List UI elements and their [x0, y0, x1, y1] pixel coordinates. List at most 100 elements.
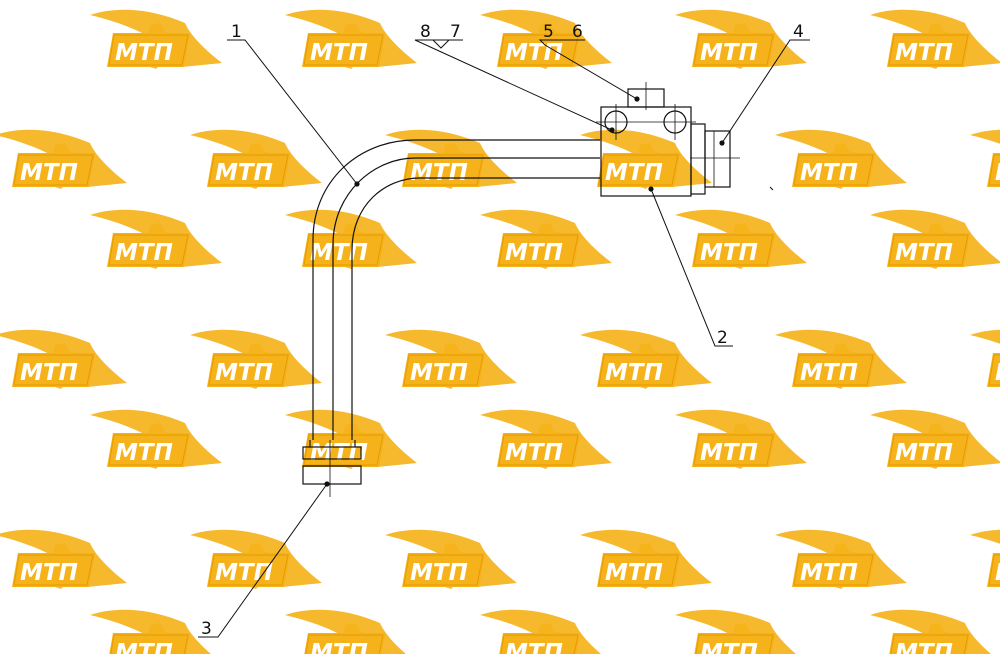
- watermark-logo: МТП: [869, 209, 1000, 270]
- watermark-text: МТП: [505, 40, 563, 66]
- watermark-text: МТП: [800, 360, 858, 386]
- watermark-text: МТП: [605, 160, 663, 186]
- watermark-logo: МТП: [384, 329, 518, 390]
- watermark-logo: МТП: [384, 529, 518, 590]
- watermark-logo: МТП: [869, 409, 1000, 470]
- watermark-text: МТП: [115, 640, 173, 654]
- watermark-logo: МТП: [479, 9, 613, 70]
- watermark-text: МТП: [700, 240, 758, 266]
- watermark-logo: МТП: [89, 609, 223, 654]
- watermark-text: МТП: [310, 240, 368, 266]
- watermark-logo: МТП: [869, 609, 1000, 654]
- leader-4: [721, 39, 810, 144]
- watermark-text: МТП: [895, 240, 953, 266]
- watermark-text: МТП: [215, 360, 273, 386]
- watermark-logo: МТП: [479, 609, 613, 654]
- watermark-logo: МТП: [189, 129, 323, 190]
- pipe-center-line: [332, 157, 600, 440]
- watermark-text: МТП: [800, 160, 858, 186]
- callout-6: 6: [572, 22, 583, 42]
- watermark-text: МТП: [700, 640, 758, 654]
- pipe-end-nut-lower: [302, 465, 362, 485]
- side-fitting-cap: [704, 130, 731, 188]
- watermark-logo: МТП: [579, 529, 713, 590]
- callout-3: 3: [201, 619, 212, 639]
- watermark-logo: МТП: [0, 129, 128, 190]
- watermark-logo: МТП: [479, 409, 613, 470]
- watermark-logo: МТП: [89, 9, 223, 70]
- watermark-logo: МТП: [674, 609, 808, 654]
- leader-2: [650, 188, 733, 347]
- watermark-text: МТП: [895, 440, 953, 466]
- watermark-logo: МТП: [189, 329, 323, 390]
- watermark-text: МТП: [115, 440, 173, 466]
- watermark-logo: МТП: [969, 129, 1000, 190]
- watermark-text: МТП: [310, 640, 368, 654]
- watermark-logo: МТП: [284, 209, 418, 270]
- watermark-text: МТП: [20, 560, 78, 586]
- watermark-text: МТП: [215, 160, 273, 186]
- callout-2: 2: [717, 328, 728, 348]
- watermark-text: МТП: [895, 40, 953, 66]
- watermark-text: МТП: [605, 360, 663, 386]
- watermark-text: МТП: [20, 360, 78, 386]
- watermark-text: МТП: [310, 440, 368, 466]
- watermark-logo: МТП: [969, 529, 1000, 590]
- watermark-text: МТП: [700, 40, 758, 66]
- pipe-inner-line: [351, 177, 600, 440]
- watermark-text: МТП: [895, 640, 953, 654]
- watermark-logo: МТП: [89, 409, 223, 470]
- watermark-logo: МТП: [284, 409, 418, 470]
- pipe-outer-line: [312, 139, 600, 440]
- callout-8: 8: [420, 22, 431, 42]
- watermark-logo: МТП: [579, 129, 713, 190]
- watermark-logo: МТП: [284, 9, 418, 70]
- watermark-logo: МТП: [774, 329, 908, 390]
- leader-3: [198, 483, 328, 638]
- leader-56: [538, 39, 638, 100]
- watermark-text: МТП: [505, 640, 563, 654]
- watermark-text: МТП: [995, 360, 1000, 386]
- watermark-logo: МТП: [0, 529, 128, 590]
- watermark-text: МТП: [505, 440, 563, 466]
- leader-78: [414, 39, 613, 131]
- watermark-text: МТП: [700, 440, 758, 466]
- watermark-logo: МТП: [189, 529, 323, 590]
- watermark-logo: МТП: [579, 329, 713, 390]
- watermark-logo: МТП: [479, 209, 613, 270]
- watermark-text: МТП: [995, 560, 1000, 586]
- watermark-text: МТП: [605, 560, 663, 586]
- watermark-text: МТП: [20, 160, 78, 186]
- watermark-logo: МТП: [869, 9, 1000, 70]
- callout-7: 7: [450, 22, 461, 42]
- callout-5: 5: [543, 22, 554, 42]
- watermark-text: МТП: [410, 360, 468, 386]
- watermark-text: МТП: [410, 560, 468, 586]
- callout-labels: 1 2 3 4 5 6 7 8: [201, 22, 804, 639]
- assembly-drawing: [198, 39, 810, 638]
- watermark-text: МТП: [115, 240, 173, 266]
- watermark-text: МТП: [505, 240, 563, 266]
- watermark-logo: МТП: [89, 209, 223, 270]
- watermark-text: МТП: [310, 40, 368, 66]
- callout-4: 4: [793, 22, 804, 42]
- watermark-text: МТП: [410, 160, 468, 186]
- watermark-logo: МТП: [969, 329, 1000, 390]
- watermark-logo: МТП: [674, 9, 808, 70]
- leader-78-fork: [432, 39, 450, 49]
- leader-1: [227, 39, 358, 185]
- watermark-logo: МТП: [0, 329, 128, 390]
- watermark-text: МТП: [800, 560, 858, 586]
- watermark-layer: МТП МТП МТП МТП МТП МТП МТП МТП МТП МТП МТП МТП МТП М…: [0, 9, 1000, 654]
- watermark-logo: МТП: [674, 209, 808, 270]
- watermark-text: МТП: [115, 40, 173, 66]
- callout-1: 1: [231, 22, 242, 42]
- pipe-end-nut-upper: [302, 446, 362, 460]
- watermark-logo: МТП: [774, 129, 908, 190]
- watermark-logo: МТП: [284, 609, 418, 654]
- watermark-logo: МТП: [384, 129, 518, 190]
- watermark-logo: МТП: [674, 409, 808, 470]
- watermark-text: МТП: [995, 160, 1000, 186]
- watermark-logo: МТП: [774, 529, 908, 590]
